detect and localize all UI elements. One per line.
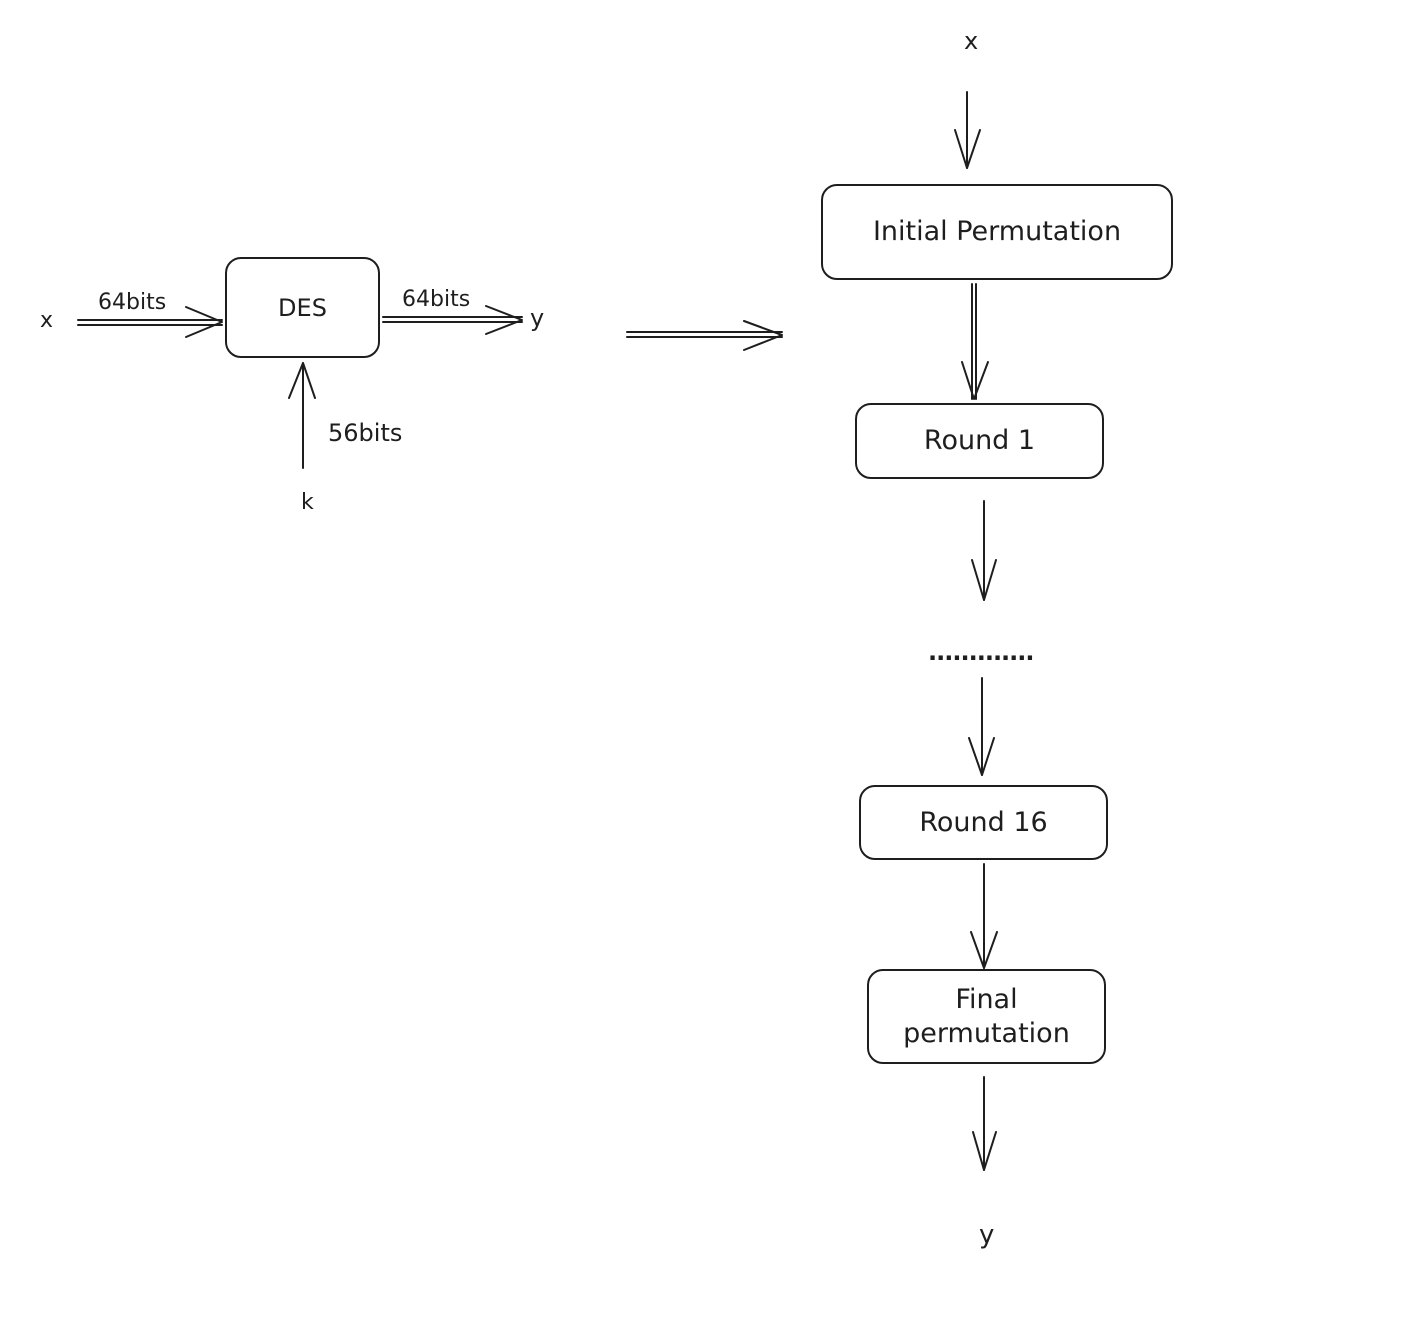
round-1-block: Round 1 (855, 403, 1104, 479)
rounds-ellipsis: ............. (928, 638, 1035, 666)
initial-permutation-block: Initial Permutation (821, 184, 1173, 280)
output-arrow (382, 305, 523, 335)
arrow-ellipsis-to-round-16 (968, 677, 995, 776)
round-1-label: Round 1 (923, 425, 1036, 457)
arrow-initial-permutation-to-round-1 (961, 283, 989, 400)
left-output-label: y (530, 304, 545, 332)
arrow-round-16-to-final-permutation (970, 863, 998, 969)
right-output-label: y (979, 1220, 995, 1250)
final-permutation-text: Final permutation (903, 983, 1070, 1051)
initial-permutation-label: Initial Permutation (872, 216, 1122, 248)
input-arrow (77, 306, 223, 338)
round-16-label: Round 16 (919, 806, 1048, 838)
final-permutation-label-line-2: permutation (903, 1017, 1070, 1049)
left-input-bits-label: 64bits (98, 290, 167, 315)
left-input-label: x (40, 308, 54, 333)
left-output-bits-label: 64bits (402, 287, 471, 312)
key-bits-label: 56bits (328, 419, 403, 447)
final-permutation-label-line-1: Final (955, 983, 1018, 1015)
des-block-label: DES (278, 293, 327, 322)
round-16-block: Round 16 (859, 785, 1108, 860)
arrow-round-1-to-ellipsis (971, 500, 997, 601)
right-input-label: x (964, 27, 979, 55)
final-permutation-block: Final permutation (867, 969, 1106, 1064)
arrow-x-to-initial-permutation (954, 91, 981, 169)
arrow-final-permutation-to-y (972, 1076, 997, 1171)
key-label: k (301, 490, 314, 515)
des-block: DES (225, 257, 380, 358)
key-arrow (288, 362, 316, 469)
expansion-arrow (626, 320, 783, 351)
